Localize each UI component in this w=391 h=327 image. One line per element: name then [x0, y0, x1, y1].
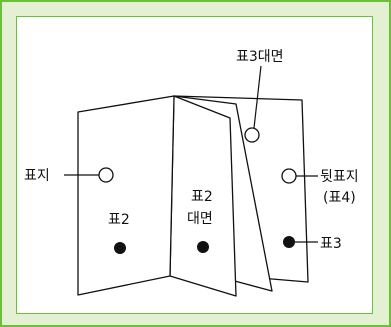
back-cover-marker: [281, 168, 297, 184]
cover2-facing-sublabel: 대면: [187, 211, 213, 227]
cover2-marker: [114, 242, 126, 254]
cover2-facing-label: 표2: [191, 189, 213, 205]
back-cover-sublabel: (표4): [323, 190, 356, 206]
cover3-label: 표3: [320, 236, 342, 252]
cover2-facing-marker: [197, 241, 209, 253]
cover3-facing-label: 표3대면: [236, 49, 284, 65]
back-cover-label: 뒷표지: [320, 169, 359, 185]
cover3-marker: [283, 236, 295, 248]
cover3-facing-marker: [244, 127, 260, 143]
front-cover-page: [77, 95, 175, 296]
cover2-label: 표2: [108, 212, 130, 228]
cover-label: 표지: [24, 168, 50, 184]
cover3-facing-leader-line: [253, 65, 262, 129]
front-cover-marker: [98, 167, 114, 183]
